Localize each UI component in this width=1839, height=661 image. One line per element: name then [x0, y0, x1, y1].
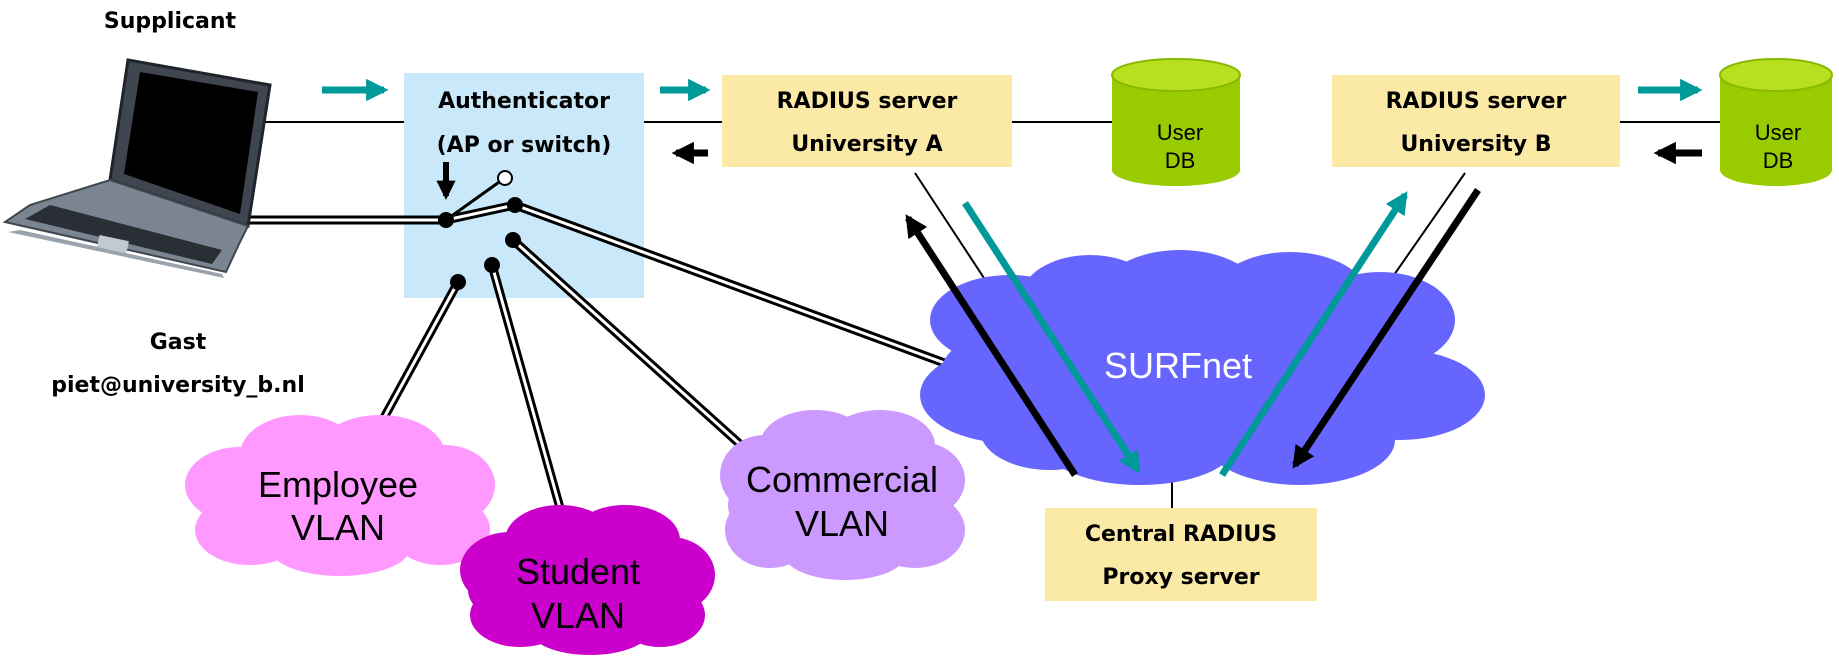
black-return-arrows [671, 141, 1702, 477]
radius-b-subtitle: University B [1400, 132, 1551, 157]
db-b-line1: User [1755, 120, 1801, 145]
radius-a-title: RADIUS server [777, 89, 958, 114]
authenticator-title: Authenticator [438, 89, 610, 114]
radius-server-b: RADIUS server University B [1332, 75, 1620, 167]
student-vlan-line1: Student [516, 551, 640, 592]
db-a-line1: User [1157, 120, 1203, 145]
database-cylinder-icon: User DB [1719, 58, 1833, 186]
student-vlan-line2: VLAN [531, 595, 625, 636]
surfnet-label: SURFnet [1104, 345, 1252, 386]
arrow-radius-a-to-proxy [962, 201, 1141, 474]
employee-vlan-cloud: Employee VLAN [185, 415, 495, 576]
employee-vlan-line2: VLAN [291, 507, 385, 548]
double-links [235, 200, 952, 517]
central-subtitle: Proxy server [1102, 565, 1259, 590]
laptop-icon [2, 58, 272, 278]
commercial-vlan-line1: Commercial [746, 459, 938, 500]
student-vlan-cloud: Student VLAN [460, 505, 715, 655]
central-title: Central RADIUS [1085, 522, 1277, 547]
switch-contacts [436, 162, 523, 290]
arrow-radius-b-to-proxy [1292, 188, 1481, 469]
radius-a-subtitle: University A [791, 132, 942, 157]
commercial-vlan-line2: VLAN [795, 503, 889, 544]
radius-server-a: RADIUS server University A [722, 75, 1012, 167]
arrow-proxy-to-radius-b [1219, 191, 1408, 477]
authenticator-subtitle: (AP or switch) [437, 133, 612, 158]
radius-b-title: RADIUS server [1386, 89, 1567, 114]
db-a-line2: DB [1165, 148, 1196, 173]
database-cylinder-icon: User DB [1111, 58, 1241, 186]
db-b-line2: DB [1763, 148, 1794, 173]
supplicant-label: Supplicant [104, 9, 237, 34]
commercial-vlan-cloud: Commercial VLAN [720, 410, 965, 580]
arrow-proxy-to-radius-a [905, 214, 1078, 477]
employee-vlan-line1: Employee [258, 464, 418, 505]
teal-flow-arrows [322, 78, 1703, 477]
central-radius-proxy: Central RADIUS Proxy server [1045, 508, 1317, 601]
guest-identity: piet@university_b.nl [51, 373, 305, 398]
guest-label: Gast [150, 330, 207, 355]
